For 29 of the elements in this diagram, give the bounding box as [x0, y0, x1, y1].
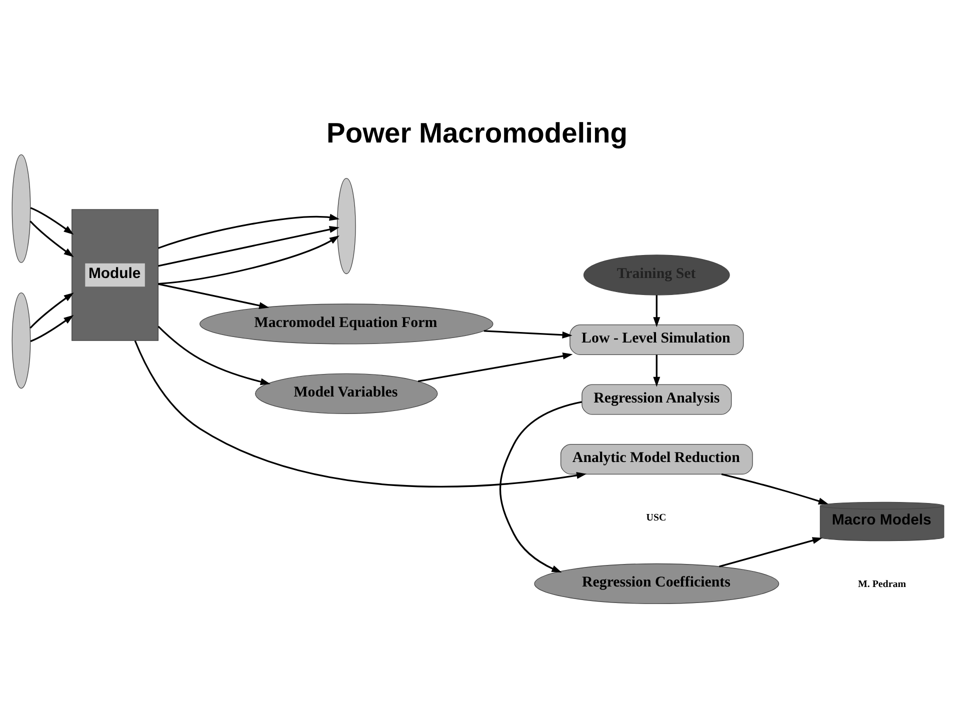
arrow	[653, 295, 660, 328]
arrow	[30, 314, 74, 342]
arrow	[721, 473, 828, 504]
node-box: Module	[72, 209, 159, 341]
node-ellipse	[336, 178, 356, 274]
node-ellipse	[12, 292, 31, 389]
arrow	[158, 283, 270, 310]
arrow	[30, 207, 74, 235]
arrow	[653, 354, 660, 387]
arrow	[30, 220, 74, 258]
arrow	[719, 537, 822, 568]
label: USC	[646, 512, 666, 524]
node-ellipse	[12, 154, 31, 263]
node-box: Low - Level Simulation	[570, 324, 744, 355]
arrow	[158, 214, 340, 249]
diagram-title: Power Macromodeling	[326, 116, 628, 148]
node-box: Regression Analysis	[582, 384, 732, 415]
label: M. Pedram	[858, 579, 906, 590]
node-ellipse: Model Variables	[255, 373, 438, 414]
arrow	[158, 235, 340, 285]
arrow	[158, 326, 270, 386]
arrow	[134, 340, 587, 488]
node-ellipse: Macromodel Equation Form	[200, 304, 494, 344]
arrow	[484, 330, 572, 338]
arrow	[499, 401, 582, 573]
arrow	[30, 292, 74, 329]
node-box: Analytic Model Reduction	[560, 444, 753, 475]
arrow	[418, 352, 573, 382]
arrow	[158, 226, 340, 267]
